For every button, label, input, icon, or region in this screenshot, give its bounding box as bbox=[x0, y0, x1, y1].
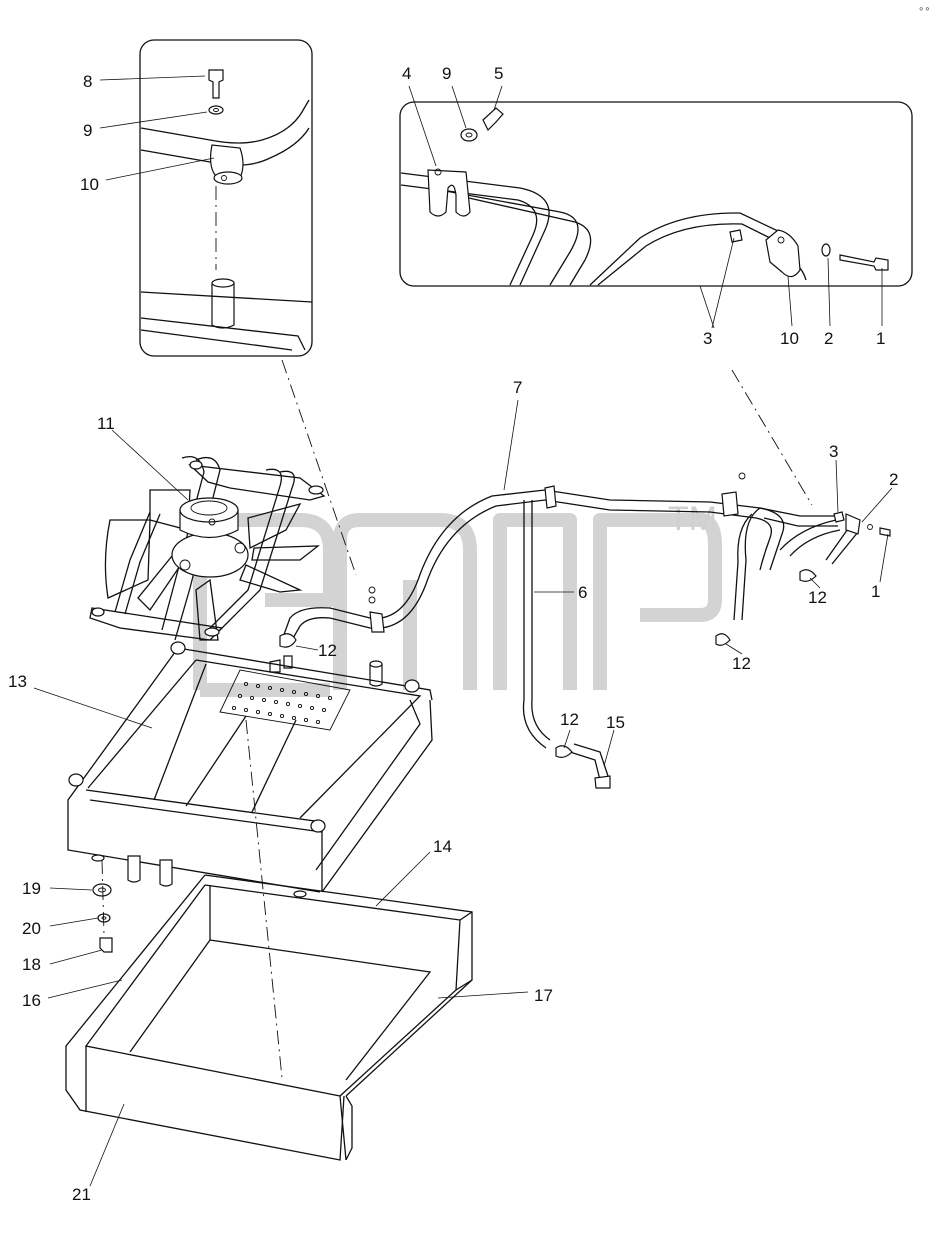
callout-7: 7 bbox=[513, 378, 522, 397]
callout-3: 3 bbox=[703, 329, 712, 348]
callout-15: 15 bbox=[606, 713, 625, 732]
fasteners-bottom bbox=[92, 883, 113, 953]
callout-12: 12 bbox=[560, 710, 579, 729]
callout-14: 14 bbox=[433, 837, 452, 856]
fan-assembly bbox=[89, 455, 326, 641]
shroud-assembly bbox=[65, 874, 473, 1161]
corner-mark: ∘∘ bbox=[918, 4, 931, 15]
callout-4: 4 bbox=[402, 64, 411, 83]
detail-inset-left bbox=[139, 39, 313, 357]
callout-21: 21 bbox=[72, 1185, 91, 1204]
callout-1: 1 bbox=[876, 329, 885, 348]
callout-9: 9 bbox=[442, 64, 451, 83]
connector-line-left bbox=[281, 359, 357, 576]
callout-17: 17 bbox=[534, 986, 553, 1005]
callout-13: 13 bbox=[8, 672, 27, 691]
connector-line-right bbox=[731, 369, 813, 506]
callout-10: 10 bbox=[80, 175, 99, 194]
callout-18: 18 bbox=[22, 955, 41, 974]
callout-5: 5 bbox=[494, 64, 503, 83]
hose-clamps bbox=[269, 472, 891, 758]
callout-20: 20 bbox=[22, 919, 41, 938]
callout-12: 12 bbox=[808, 588, 827, 607]
callout-11: 11 bbox=[97, 414, 115, 433]
callout-12: 12 bbox=[732, 654, 751, 673]
leader-lines bbox=[33, 75, 893, 1187]
callout-16: 16 bbox=[22, 991, 41, 1010]
callout-12: 12 bbox=[318, 641, 337, 660]
callout-8: 8 bbox=[83, 72, 92, 91]
callout-19: 19 bbox=[22, 879, 41, 898]
fastener-axis-line bbox=[101, 859, 105, 936]
callout-2: 2 bbox=[824, 329, 833, 348]
callout-3: 3 bbox=[829, 442, 838, 461]
callout-2: 2 bbox=[889, 470, 898, 489]
callout-10: 10 bbox=[780, 329, 799, 348]
callout-1: 1 bbox=[871, 582, 880, 601]
hose-lines bbox=[281, 489, 859, 789]
perforation-dots bbox=[231, 681, 333, 725]
radiator-frame bbox=[67, 641, 433, 898]
callout-labels: 8 9 10 4 9 5 3 10 2 1 7 11 3 2 1 6 12 12… bbox=[8, 64, 898, 1204]
callout-6: 6 bbox=[578, 583, 587, 602]
detail-inset-right bbox=[399, 101, 913, 287]
watermark-trademark: TM bbox=[668, 500, 717, 538]
callout-9: 9 bbox=[83, 121, 92, 140]
centre-axis-line bbox=[245, 719, 283, 1079]
